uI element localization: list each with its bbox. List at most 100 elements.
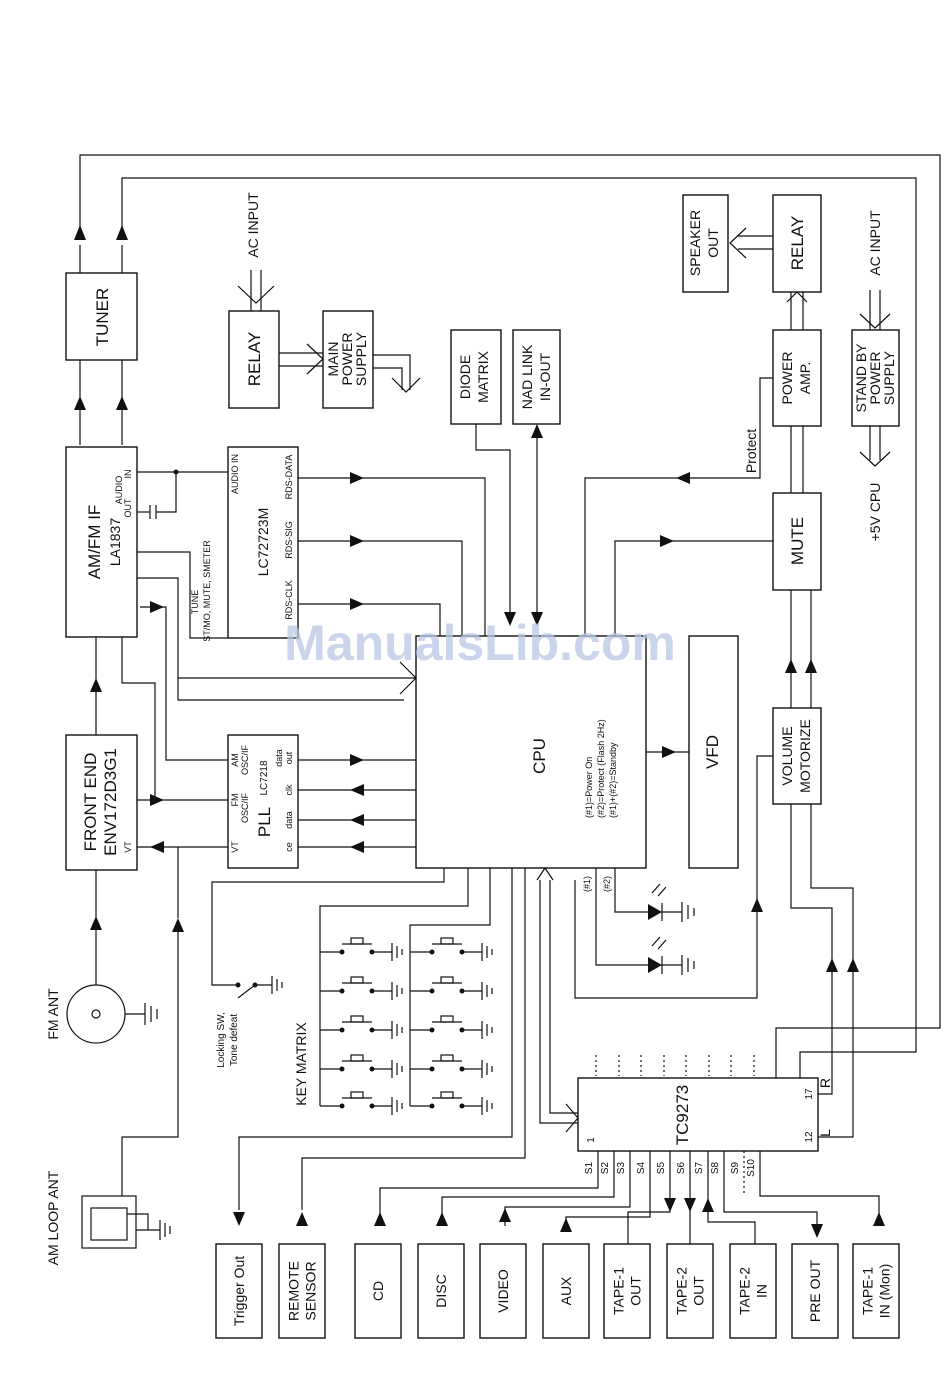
stand-by-wires	[859, 290, 891, 467]
key-switch	[410, 937, 493, 961]
tc-pin-1: 1	[586, 1137, 597, 1143]
plus5v-label: +5V CPU	[867, 483, 883, 542]
key-matrix-label: KEY MATRIX	[293, 1022, 309, 1106]
led-tag-1: (#1)	[582, 876, 592, 892]
arrow-aux	[560, 1218, 572, 1232]
led-note-2: (#2)=Protect (Flash 2Hz)	[596, 719, 606, 818]
arrow-if-2	[116, 396, 128, 410]
output-label: REMOTE	[286, 1261, 302, 1321]
relay-main-label: RELAY	[245, 332, 264, 387]
fm-ant-symbol	[66, 984, 158, 1044]
power-amp-label-2: AMP.	[797, 362, 813, 394]
output-label: DISC	[433, 1274, 449, 1307]
key-switch	[320, 937, 403, 961]
output-label: CD	[370, 1281, 386, 1301]
output-box	[542, 1243, 590, 1339]
arrow-vt-fe	[150, 841, 164, 853]
stand-by-block	[851, 329, 900, 427]
main-power-label-3: SUPPLY	[353, 331, 369, 386]
key-switch	[410, 1054, 493, 1078]
pll-pin-clk: clk	[284, 784, 294, 795]
front-end-vt: VT	[123, 841, 133, 853]
mute-wire	[614, 540, 773, 636]
arrow-cd	[374, 1212, 386, 1226]
output-box	[354, 1243, 402, 1339]
pll-chip: LC7218	[259, 760, 270, 795]
mute-block	[772, 492, 822, 591]
arrow-trigger	[233, 1212, 245, 1226]
audio-out-label-1: AUDIO	[114, 476, 124, 505]
key-switch	[320, 976, 403, 1000]
pll-block	[227, 734, 299, 869]
speaker-wires	[729, 227, 812, 663]
key-switch	[410, 1091, 493, 1115]
tc-pin-l: L	[817, 1129, 833, 1137]
stand-by-label-1: STAND BY	[853, 343, 869, 413]
tc9273-block	[577, 1077, 819, 1152]
output-label: Trigger Out	[231, 1256, 247, 1326]
protect-wire	[584, 377, 773, 636]
arrow-rds-clk	[350, 598, 364, 610]
pll-pin-data: data	[284, 811, 294, 829]
output-box	[791, 1243, 839, 1339]
power-amp-label-1: POWER	[779, 352, 795, 405]
arrow-pll-clk	[350, 784, 364, 796]
relay-main-block	[228, 310, 280, 409]
cpu-output-wires	[238, 866, 579, 1210]
tuner-label: TUNER	[93, 288, 112, 347]
s-pin-label: S4	[636, 1161, 647, 1174]
output-label: VIDEO	[495, 1269, 511, 1313]
output-box	[603, 1243, 651, 1339]
volume-label-1: VOLUME	[779, 726, 795, 785]
s-pin-label: S5	[656, 1161, 667, 1174]
arrow-pll-if	[150, 601, 164, 613]
output-box	[729, 1243, 777, 1339]
arrow-tape2-out	[684, 1198, 696, 1212]
arrow-pll-dataout	[350, 754, 364, 766]
nad-link-label-1: NAD LINK	[519, 344, 535, 409]
output-label: TAPE-1	[860, 1267, 876, 1315]
output-label: IN	[754, 1284, 770, 1298]
front-end-chip: ENV172D3G1	[101, 748, 120, 856]
volume-label-2: MOTORIZE	[797, 719, 813, 793]
pll-pin-fm: FM	[230, 794, 240, 807]
tc-pin-12: 12	[804, 1131, 815, 1143]
top-bus-wires	[79, 154, 941, 1078]
lc72723m-block	[227, 446, 299, 639]
output-label: PRE OUT	[807, 1259, 823, 1322]
arrow-rds-sig	[350, 535, 364, 547]
arrow-tuner-1	[74, 225, 86, 240]
diode-matrix-label-1: DIODE	[457, 355, 473, 399]
key-switch	[320, 1015, 403, 1039]
relay-spk-block	[772, 194, 822, 293]
pll-cpu-wires	[298, 759, 416, 848]
output-box	[278, 1243, 326, 1339]
protect-label: Protect	[743, 429, 759, 473]
power-wires	[237, 270, 421, 393]
arrow-if-1	[74, 396, 86, 410]
tune-label-2: ST/MO, MUTE, SMETER	[202, 540, 212, 642]
arrow-disc	[436, 1212, 448, 1226]
front-end-wires	[137, 799, 228, 848]
s-pin-label: S6	[676, 1161, 687, 1174]
diode-matrix-label-2: MATRIX	[475, 350, 491, 403]
amfm-if-block	[65, 446, 138, 638]
rds-wires	[298, 477, 486, 636]
output-box	[215, 1243, 263, 1339]
arrow-cpu-vfd	[662, 746, 676, 758]
output-label: IN (Mon)	[877, 1264, 893, 1318]
output-label: TAPE-2	[674, 1267, 690, 1315]
pll-label: PLL	[255, 807, 274, 837]
locking-sw-label-2: Tone defeat	[229, 1014, 240, 1066]
mute-label: MUTE	[788, 517, 807, 565]
lc-pin-rds-sig: RDS-SIG	[284, 521, 294, 559]
ac-input-2-label: AC INPUT	[867, 210, 883, 276]
speaker-out-block	[682, 194, 729, 293]
lc-pin-rds-data: RDS-DATA	[284, 455, 294, 500]
led-tag-2: (#2)	[602, 876, 612, 892]
key-switch	[320, 1091, 403, 1115]
nad-link-block	[512, 329, 561, 425]
s-pin-label: S9	[730, 1161, 741, 1174]
pll-pin-data-out-2: out	[284, 751, 294, 764]
